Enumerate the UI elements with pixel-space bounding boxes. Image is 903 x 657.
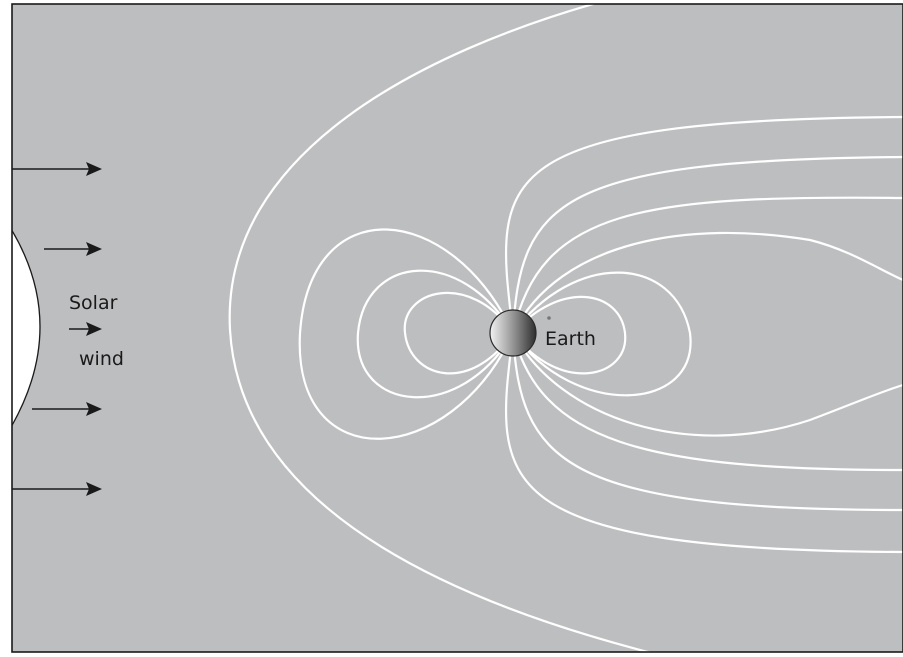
tail-line-lower-3 (511, 331, 903, 512)
solar-wind-label-line-2: wind (79, 348, 124, 370)
diagram-background (12, 4, 903, 652)
field-line-inner-left (403, 291, 515, 375)
field-line-inner-right (511, 295, 627, 375)
tail-line-lower-1 (511, 331, 903, 437)
solar-wind-arrow-4 (32, 402, 102, 416)
field-line-middle-right (511, 271, 692, 397)
solar-wind-label-line-1: Solar (69, 292, 118, 314)
solar-wind-arrow-2 (44, 242, 102, 256)
tail-line-upper-4 (504, 115, 903, 335)
diagram-frame (11, 3, 903, 653)
tail-line-upper-3 (511, 155, 903, 335)
tail-line-lower-2 (511, 331, 903, 472)
sun (12, 229, 41, 427)
earth-globe (489, 309, 537, 357)
earth-marker-dot (547, 316, 551, 320)
tail-line-lower-4 (504, 331, 903, 554)
field-line-middle-left (356, 269, 515, 399)
tail-line-upper-2 (511, 196, 903, 335)
solar-wind-arrow-3 (69, 322, 102, 336)
earth-label: Earth (545, 328, 596, 350)
tail-line-upper-1 (511, 231, 903, 335)
field-line-outer-left (298, 228, 515, 440)
solar-wind-arrow-5 (12, 482, 102, 496)
solar-wind-arrow-1 (12, 162, 102, 176)
magnetopause-line (228, 4, 653, 652)
